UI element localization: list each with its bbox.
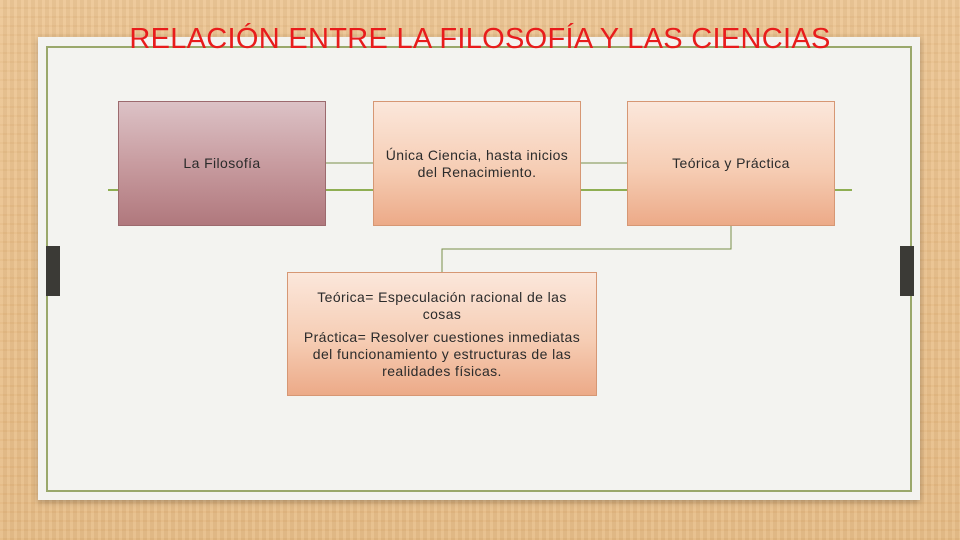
node-la-filosofia-label: La Filosofía xyxy=(183,155,261,171)
node-detail: Teórica= Especulación racional de las co… xyxy=(287,272,597,396)
detail-teorica-text: Teórica= Especulación racional de las co… xyxy=(317,288,567,322)
connector-second-to-detail xyxy=(441,226,732,272)
node-unica-ciencia-label: Única Ciencia, hasta inicios del Renacim… xyxy=(385,146,569,180)
left-edge-tab xyxy=(46,246,60,296)
detail-practica-text: Práctica= Resolver cuestiones inmediatas… xyxy=(303,328,581,379)
page-title: RELACIÓN ENTRE LA FILOSOFÍA Y LAS CIENCI… xyxy=(129,23,831,55)
node-teorica-practica: Teórica y Práctica xyxy=(627,101,835,226)
node-unica-ciencia: Única Ciencia, hasta inicios del Renacim… xyxy=(373,101,581,226)
right-edge-tab xyxy=(900,246,914,296)
node-teorica-practica-label: Teórica y Práctica xyxy=(672,155,790,171)
node-la-filosofia: La Filosofía xyxy=(118,101,326,226)
